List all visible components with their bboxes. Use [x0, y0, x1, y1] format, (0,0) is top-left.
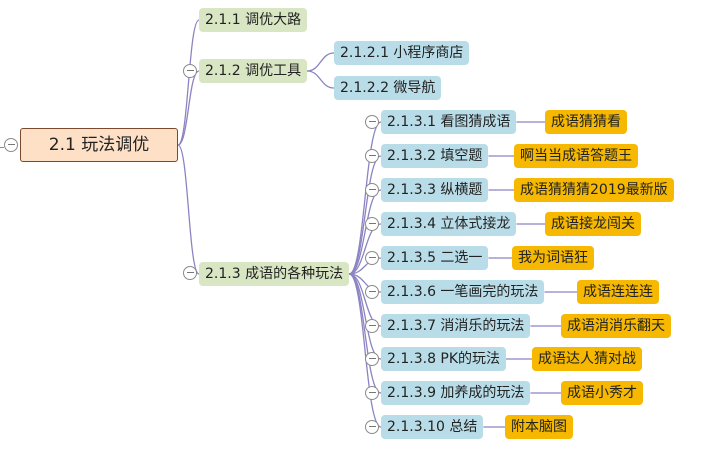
topic-label: 2.1.3.10 总结 — [387, 419, 478, 435]
topic-2-1-3[interactable]: 2.1.3 成语的各种玩法 — [199, 262, 350, 286]
example-tag-2-1-3-7[interactable]: 成语消消乐翻天 — [561, 314, 671, 338]
topic-label: 2.1.3.7 消消乐的玩法 — [387, 318, 525, 334]
topic-label: 2.1.3.5 二选一 — [387, 250, 483, 266]
collapse-toggle-2-1-3-1[interactable] — [365, 115, 379, 129]
topic-label: 2.1.3.8 PK的玩法 — [387, 351, 501, 367]
topic-2-1-1[interactable]: 2.1.1 调优大路 — [199, 8, 308, 32]
topic-2-1-3-9[interactable]: 2.1.3.9 加养成的玩法 — [381, 381, 531, 405]
collapse-toggle-2-1-3-7[interactable] — [365, 319, 379, 333]
tag-label: 成语消消乐翻天 — [567, 318, 665, 334]
connector-line-4 — [307, 70, 335, 89]
tag-label: 我为词语狂 — [518, 250, 588, 266]
topic-2-1-2-1[interactable]: 2.1.2.1 小程序商店 — [334, 41, 470, 65]
collapse-toggle-2-1-3-3[interactable] — [365, 183, 379, 197]
connector-line-3 — [307, 52, 335, 72]
topic-label: 2.1.3 成语的各种玩法 — [205, 266, 344, 282]
collapse-toggle-2-1-3-5[interactable] — [365, 251, 379, 265]
topic-2-1-3-8[interactable]: 2.1.3.8 PK的玩法 — [381, 347, 507, 371]
example-tag-2-1-3-2[interactable]: 啊当当成语答题王 — [514, 144, 638, 168]
topic-2-1-3-4[interactable]: 2.1.3.4 立体式接龙 — [381, 212, 517, 236]
example-tag-2-1-3-9[interactable]: 成语小秀才 — [561, 381, 643, 405]
example-tag-2-1-3-8[interactable]: 成语达人猜对战 — [532, 347, 642, 371]
tag-label: 附本脑图 — [511, 419, 567, 435]
topic-label: 2.1.3.2 填空题 — [387, 148, 483, 164]
tag-label: 成语小秀才 — [567, 385, 637, 401]
topic-label: 2.1.3.4 立体式接龙 — [387, 216, 511, 232]
map-root-stub — [0, 147, 4, 149]
connector-line-0 — [177, 19, 200, 146]
example-tag-2-1-3-5[interactable]: 我为词语狂 — [512, 246, 594, 270]
collapse-toggle-branch2[interactable] — [183, 64, 197, 78]
example-tag-2-1-3-6[interactable]: 成语连连连 — [577, 280, 659, 304]
tag-label: 成语猜猜看 — [551, 114, 621, 130]
collapse-toggle-branch3[interactable] — [183, 266, 197, 280]
collapse-toggle-2-1-3-9[interactable] — [365, 386, 379, 400]
root-topic-label: 2.1 玩法调优 — [48, 134, 150, 155]
topic-label: 2.1.2.2 微导航 — [340, 80, 436, 96]
topic-label: 2.1.3.1 看图猜成语 — [387, 114, 511, 130]
tag-label: 成语猜猜猜2019最新版 — [520, 182, 668, 198]
topic-2-1-2[interactable]: 2.1.2 调优工具 — [199, 59, 308, 83]
topic-2-1-3-3[interactable]: 2.1.3.3 纵横题 — [381, 178, 489, 202]
topic-2-1-3-7[interactable]: 2.1.3.7 消消乐的玩法 — [381, 314, 531, 338]
collapse-toggle-2-1-3-4[interactable] — [365, 217, 379, 231]
topic-2-1-3-10[interactable]: 2.1.3.10 总结 — [381, 415, 484, 439]
connector-line-2 — [177, 144, 200, 275]
topic-label: 2.1.2.1 小程序商店 — [340, 45, 464, 61]
collapse-toggle-2-1-3-10[interactable] — [365, 420, 379, 434]
topic-label: 2.1.1 调优大路 — [205, 12, 302, 28]
tag-label: 啊当当成语答题王 — [520, 148, 632, 164]
topic-label: 2.1.3.6 一笔画完的玩法 — [387, 284, 539, 300]
collapse-toggle-2-1-3-6[interactable] — [365, 285, 379, 299]
topic-label: 2.1.2 调优工具 — [205, 63, 302, 79]
tag-label: 成语达人猜对战 — [538, 351, 636, 367]
example-tag-2-1-3-1[interactable]: 成语猜猜看 — [545, 110, 627, 134]
topic-2-1-3-2[interactable]: 2.1.3.2 填空题 — [381, 144, 489, 168]
collapse-toggle-2-1-3-2[interactable] — [365, 149, 379, 163]
example-tag-2-1-3-10[interactable]: 附本脑图 — [505, 415, 573, 439]
root-topic[interactable]: 2.1 玩法调优 — [20, 128, 178, 162]
collapse-toggle-root[interactable] — [4, 138, 18, 152]
example-tag-2-1-3-3[interactable]: 成语猜猜猜2019最新版 — [514, 178, 674, 202]
topic-2-1-3-6[interactable]: 2.1.3.6 一笔画完的玩法 — [381, 280, 545, 304]
topic-2-1-3-5[interactable]: 2.1.3.5 二选一 — [381, 246, 489, 270]
example-tag-2-1-3-4[interactable]: 成语接龙闯关 — [545, 212, 641, 236]
tag-label: 成语接龙闯关 — [551, 216, 635, 232]
topic-label: 2.1.3.9 加养成的玩法 — [387, 385, 525, 401]
tag-label: 成语连连连 — [583, 284, 653, 300]
topic-label: 2.1.3.3 纵横题 — [387, 182, 483, 198]
collapse-toggle-2-1-3-8[interactable] — [365, 352, 379, 366]
topic-2-1-3-1[interactable]: 2.1.3.1 看图猜成语 — [381, 110, 517, 134]
connector-line-5 — [348, 121, 382, 275]
topic-2-1-2-2[interactable]: 2.1.2.2 微导航 — [334, 76, 442, 100]
